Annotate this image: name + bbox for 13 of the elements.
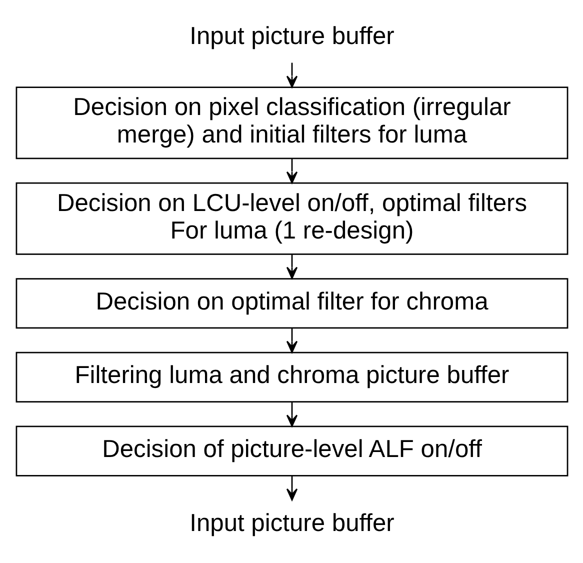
node-box: Decision on optimal filter for chroma xyxy=(15,278,568,329)
node-text: Input picture buffer xyxy=(189,510,394,537)
node-box: Decision on LCU-level on/off, optimal filters For luma (1 re-design) xyxy=(15,182,568,255)
arrow xyxy=(286,158,298,184)
arrow xyxy=(286,62,298,88)
arrow xyxy=(286,476,298,501)
arrow xyxy=(286,402,298,427)
arrow xyxy=(286,328,298,353)
node-text: Input picture buffer xyxy=(189,23,394,50)
arrow xyxy=(286,254,298,279)
node-box: Decision on pixel classification (irregular merge) and initial filters for luma xyxy=(15,86,568,160)
node-box: Decision of picture-level ALF on/off xyxy=(15,426,568,476)
node-box: Filtering luma and chroma picture buffer xyxy=(15,352,568,403)
